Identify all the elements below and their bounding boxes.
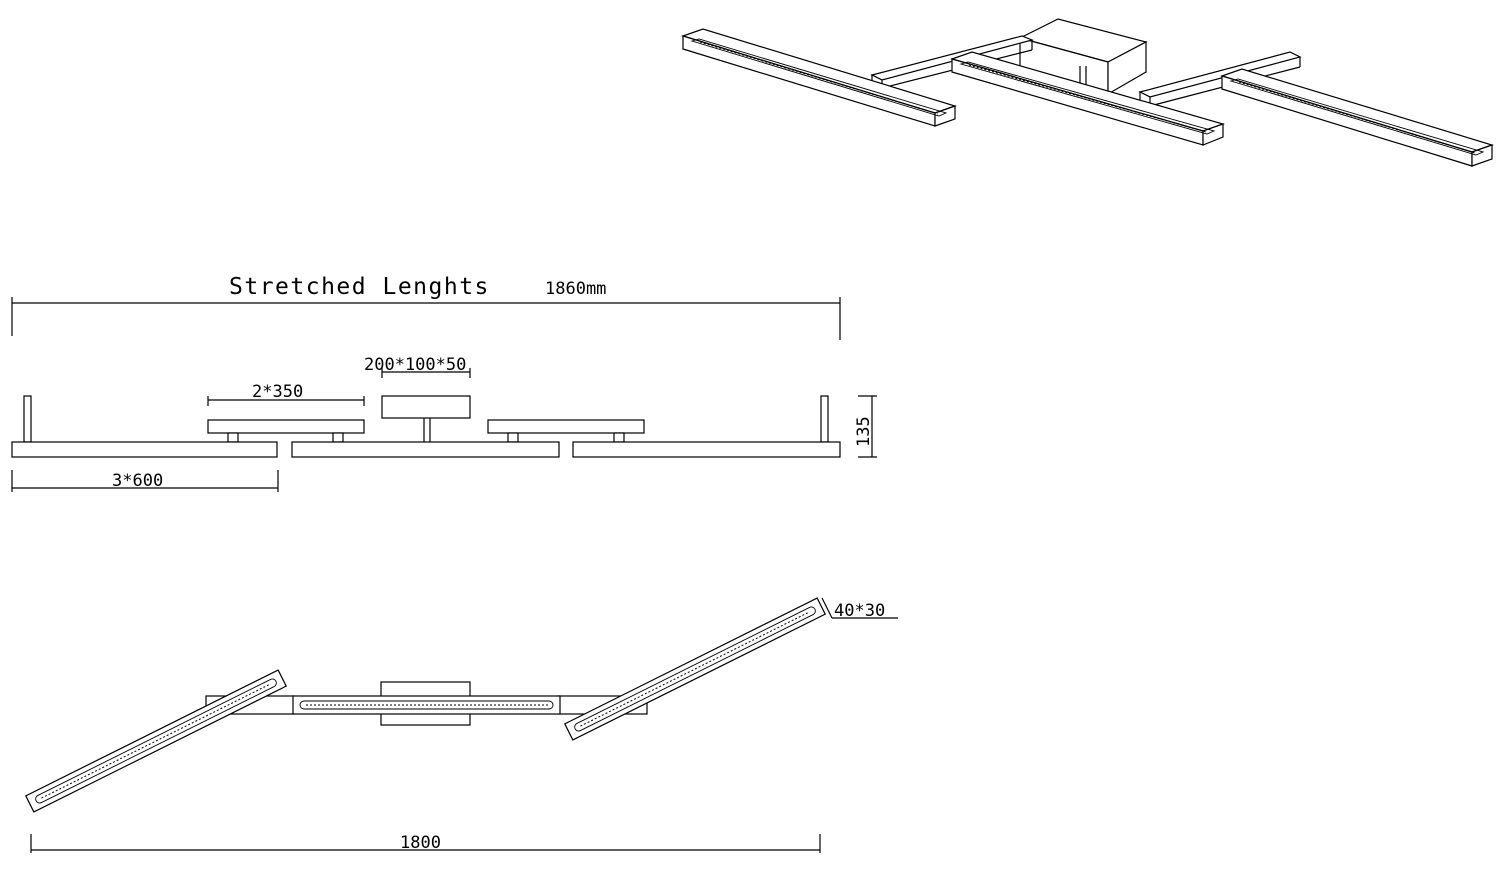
bar-dimension-label: 3*600 <box>112 471 163 491</box>
side-bars <box>11 441 841 458</box>
stretched-length-value: 1860mm <box>545 279 606 299</box>
side-arm-left <box>207 396 365 443</box>
folded-length-dimension <box>30 834 821 853</box>
top-bar-middle <box>292 695 561 715</box>
arm-dimension-label: 2*350 <box>252 382 303 402</box>
side-arm-right <box>487 419 645 443</box>
side-canopy <box>381 368 471 442</box>
profile-dimension <box>821 597 898 619</box>
perspective-bar-right <box>1220 68 1494 167</box>
height-dimension-label: 135 <box>854 416 874 447</box>
bar-length-dimension <box>11 470 279 492</box>
top-view: 40*30 1800 <box>24 597 898 853</box>
folded-length-label: 1800 <box>400 833 441 853</box>
perspective-bar-middle <box>950 51 1225 146</box>
perspective-canopy <box>1018 18 1148 96</box>
height-dimension <box>858 395 877 458</box>
perspective-view <box>681 18 1494 167</box>
side-view: Stretched Lenghts 1860mm 200*100*50 <box>11 274 877 492</box>
top-bar-left <box>24 669 288 813</box>
profile-dimension-label: 40*30 <box>834 601 885 621</box>
canopy-dimension-label: 200*100*50 <box>364 355 466 375</box>
stretched-length-title: Stretched Lenghts <box>229 274 490 300</box>
stretched-length-dimension <box>11 297 841 340</box>
top-bar-right <box>563 597 827 741</box>
perspective-bar-left <box>681 28 957 127</box>
